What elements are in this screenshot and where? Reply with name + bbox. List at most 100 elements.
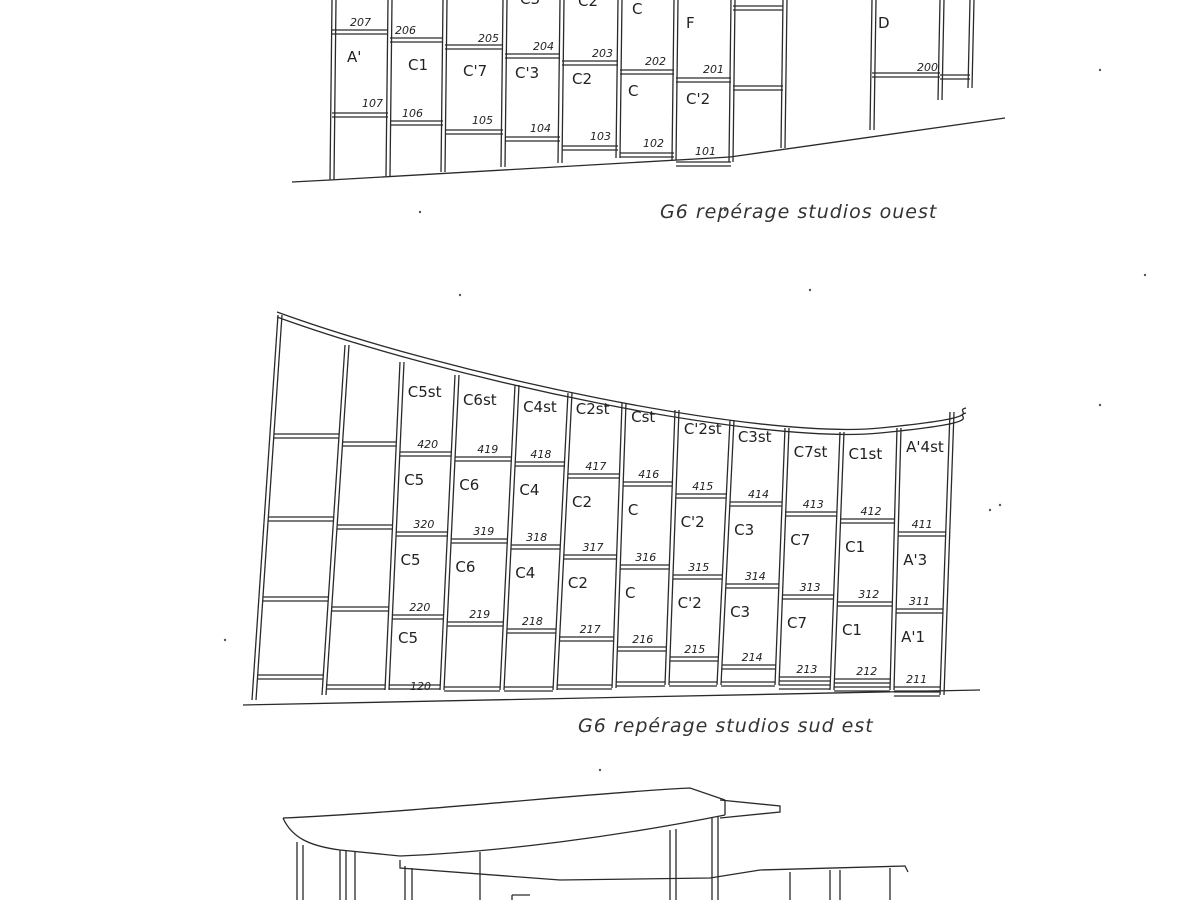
unit-number: 417 [585, 460, 606, 473]
scan-speck [723, 208, 727, 212]
unit-number: 217 [580, 623, 601, 636]
unit-number: 320 [413, 518, 434, 531]
south-east-caption: G6 repérage studios sud est [578, 715, 874, 737]
wall-line [829, 431, 841, 691]
wall-line [333, 0, 337, 181]
wall-line [893, 427, 902, 691]
studio-type-label: C4st [523, 398, 557, 416]
scan-speck [458, 293, 462, 297]
studio-type-label: A'3 [903, 551, 927, 569]
wall-line [499, 384, 516, 691]
wall-line [675, 0, 679, 161]
scan-speck [998, 503, 1002, 507]
unit-number: 105 [472, 114, 493, 127]
unit-number: 102 [643, 137, 664, 150]
west-caption: G6 repérage studios ouest [660, 201, 938, 223]
unit-number: 200 [917, 61, 938, 74]
ground-line [291, 117, 1006, 183]
studio-type-label: C'7 [463, 62, 487, 80]
wall-line [615, 402, 627, 689]
unit-number: 120 [410, 680, 431, 693]
studio-type-label: C1st [849, 445, 883, 463]
studio-type-label: Cst [631, 408, 655, 426]
studio-type-label: C3st [738, 428, 772, 446]
unit-number: 411 [912, 518, 933, 531]
studio-type-label: C1 [842, 621, 862, 639]
studio-type-label: C4 [519, 481, 539, 499]
wall-line [389, 0, 393, 177]
unit-number: 220 [409, 601, 430, 614]
unit-number: 104 [530, 122, 551, 135]
unit-number: 416 [638, 468, 659, 481]
studio-type-label: C6 [459, 476, 479, 494]
scan-speck [223, 638, 227, 642]
studio-type-label: C'2 [681, 513, 705, 531]
wall-line [671, 0, 675, 161]
unit-number: 414 [748, 488, 769, 501]
wall-line [664, 409, 676, 686]
wall-line [443, 374, 460, 691]
wall-line [557, 0, 561, 164]
unit-number: 204 [533, 40, 554, 53]
unit-number: 206 [395, 24, 416, 37]
wall-line [440, 0, 444, 173]
unit-number: 205 [478, 32, 499, 45]
studio-type-label: C4 [515, 564, 535, 582]
studio-type-label: C1 [408, 56, 428, 74]
studio-type-label: C'2 [678, 594, 702, 612]
scan-speck [1143, 273, 1147, 277]
unit-number: 216 [632, 633, 653, 646]
unit-number: 413 [803, 498, 824, 511]
unit-number: 419 [477, 443, 498, 456]
wall-line [561, 0, 565, 164]
studio-type-label: C2st [576, 400, 610, 418]
wall-line [329, 0, 333, 181]
wall-line [728, 0, 732, 163]
wall-line [967, 0, 971, 89]
studio-type-label: C1 [845, 538, 865, 556]
studio-type-label: A'4st [906, 438, 944, 456]
unit-number: 418 [530, 448, 551, 461]
unit-number: 412 [860, 505, 881, 518]
scan-speck [1098, 68, 1102, 72]
studio-type-label: C7st [794, 443, 828, 461]
unit-number: 103 [590, 130, 611, 143]
wall-line [321, 344, 346, 696]
wall-line [552, 392, 569, 691]
unit-number: 213 [796, 663, 817, 676]
wall-line [774, 427, 786, 686]
wall-line [833, 431, 845, 691]
unit-number: 316 [635, 551, 656, 564]
unit-number: 203 [592, 47, 613, 60]
studio-type-label: C5 [398, 629, 418, 647]
studio-type-label: C6st [463, 391, 497, 409]
wall-line [556, 392, 573, 691]
wall-line [385, 0, 389, 177]
unit-number: 201 [703, 63, 724, 76]
unit-number: 106 [402, 107, 423, 120]
studio-type-label: C2 [568, 574, 588, 592]
studio-type-label: A' [347, 48, 361, 66]
wall-line [937, 0, 941, 101]
studio-type-label: C2 [572, 493, 592, 511]
studio-type-label: C'2st [684, 420, 722, 438]
wall-line [778, 427, 790, 686]
studio-type-label: C3 [520, 0, 540, 8]
wall-line [251, 314, 279, 701]
unit-number: 215 [684, 643, 705, 656]
wall-line [619, 0, 623, 159]
studio-type-label: C2 [578, 0, 598, 10]
unit-number: 107 [362, 97, 383, 110]
unit-number: 319 [473, 525, 494, 538]
unit-number: 218 [522, 615, 543, 628]
wall-line [384, 361, 401, 691]
wall-line [889, 427, 898, 691]
unit-number: 311 [909, 595, 930, 608]
unit-number: 207 [350, 16, 371, 29]
wall-line [939, 411, 951, 696]
south-east-elevation-drawing: C5st420C5320C5220C6st419C6319C6219C4st41… [223, 68, 1147, 772]
wall-line [439, 374, 456, 691]
partial-elevation-drawing [282, 787, 909, 900]
